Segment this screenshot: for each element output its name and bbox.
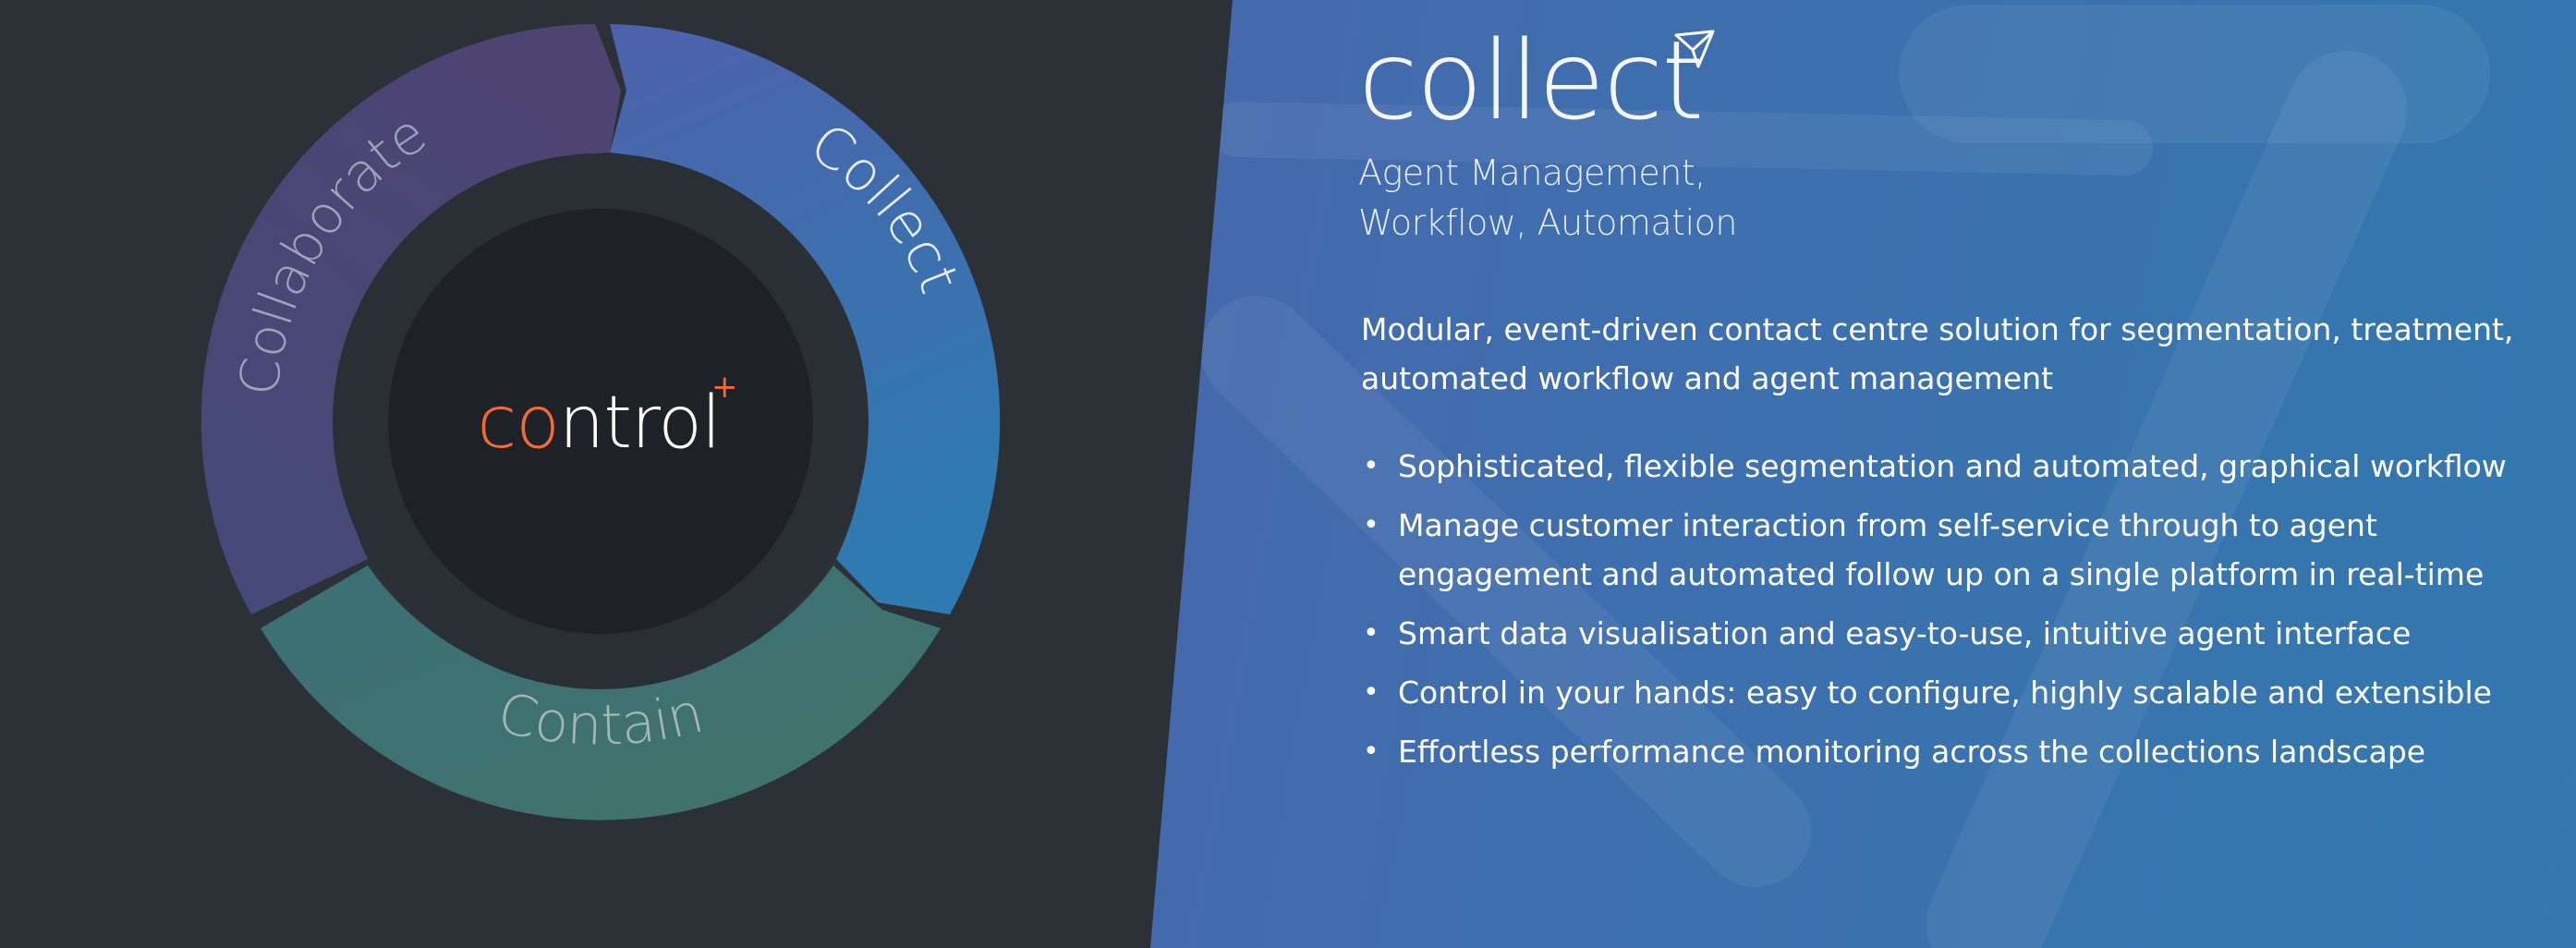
product-brand: collect Agent Management, Workflow, Auto… [1358,26,1737,248]
bullet-icon: • [1363,617,1379,650]
list-item: • Smart data visualisation and easy-to-us… [1361,609,2553,658]
list-item: • Effortless performance monitoring acros… [1361,727,2553,776]
product-subtitle: Agent Management, Workflow, Automation [1358,148,1737,248]
bullet-icon: • [1363,735,1379,768]
list-item-text: Effortless performance monitoring across… [1398,734,2426,770]
segment-collect-arc [610,24,1001,614]
feature-list: • Sophisticated, flexible segmentation an… [1361,442,2553,786]
bullet-icon: • [1363,509,1379,541]
list-item-text: Manage customer interaction from self-se… [1398,507,2485,592]
list-item-text: Control in your hands: easy to configure… [1398,675,2492,711]
product-name: collect [1358,17,1704,144]
product-subtitle-line2: Workflow, Automation [1358,202,1737,243]
bullet-icon: • [1363,450,1379,482]
center-logo: control [477,382,720,465]
list-item-text: Sophisticated, flexible segmentation and… [1398,448,2507,484]
list-item: • Control in your hands: easy to configur… [1361,668,2553,717]
center-disc [388,209,813,634]
intro-paragraph: Modular, event-driven contact centre sol… [1361,311,2514,396]
center-logo-rest: ntrol [559,382,721,465]
product-subtitle-line1: Agent Management, [1358,152,1706,193]
center-logo-accent: co [477,382,559,465]
list-item: • Sophisticated, flexible segmentation an… [1361,442,2553,491]
center-logo-mark: + [711,369,738,406]
product-mark-icon [1674,30,1715,68]
bullet-icon: • [1363,676,1379,709]
list-item: • Manage customer interaction from self-s… [1361,501,2553,599]
list-item-text: Smart data visualisation and easy-to-use… [1398,615,2412,651]
segment-contain-arc [261,565,941,820]
